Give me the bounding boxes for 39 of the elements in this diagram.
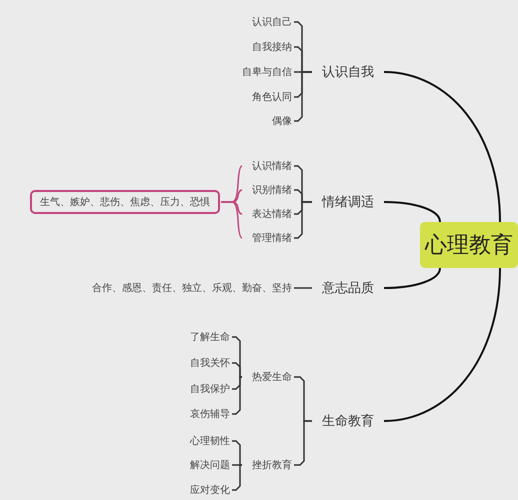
subtopic: 偶像 — [266, 112, 292, 130]
subtopic: 自我接纳 — [246, 38, 292, 56]
bracket-connector — [294, 201, 312, 239]
subtopic: 自我关怀 — [184, 354, 230, 372]
branch-connector — [384, 71, 501, 222]
bracket-connector — [232, 464, 242, 491]
bracket-connector — [294, 287, 312, 289]
summary-bracket — [221, 201, 242, 239]
subtopic: 自我保护 — [184, 380, 230, 398]
subtopic: 识别情绪 — [246, 181, 292, 199]
branch-connector — [384, 268, 501, 422]
subtopic: 应对变化 — [184, 481, 230, 499]
subtopic: 认识自己 — [246, 13, 292, 31]
bracket-connector — [232, 376, 242, 415]
subtopic: 合作、感恩、责任、独立、乐观、勤奋、坚持 — [86, 279, 292, 297]
branch-connector — [384, 201, 441, 222]
branch-connector — [384, 268, 441, 289]
subtopic: 热爱生命 — [246, 368, 292, 386]
subtopic: 自卑与自信 — [236, 63, 292, 81]
subtopic: 管理情绪 — [246, 229, 292, 247]
branch-topic: 情绪调适 — [316, 192, 374, 212]
bracket-connector — [294, 420, 312, 466]
branch-topic: 认识自我 — [316, 62, 374, 82]
branch-topic: 意志品质 — [316, 278, 374, 298]
subtopic: 心理韧性 — [184, 432, 230, 450]
subtopic: 哀伤辅导 — [184, 405, 230, 423]
subtopic: 了解生命 — [184, 328, 230, 346]
branch-topic: 生命教育 — [316, 410, 374, 432]
bracket-connector — [232, 362, 242, 378]
central-topic-box: 心理教育 — [420, 222, 518, 268]
subtopic: 解决问题 — [184, 456, 230, 474]
subtopic: 挫折教育 — [246, 456, 292, 474]
bracket-connector — [232, 464, 242, 466]
subtopic: 表达情绪 — [246, 205, 292, 223]
subtopic: 认识情绪 — [246, 157, 292, 175]
bracket-connector — [294, 71, 312, 122]
summary-box: 生气、嫉妒、悲伤、焦虑、压力、恐惧 — [30, 190, 220, 214]
subtopic: 角色认同 — [246, 88, 292, 106]
bracket-connector — [232, 440, 242, 466]
